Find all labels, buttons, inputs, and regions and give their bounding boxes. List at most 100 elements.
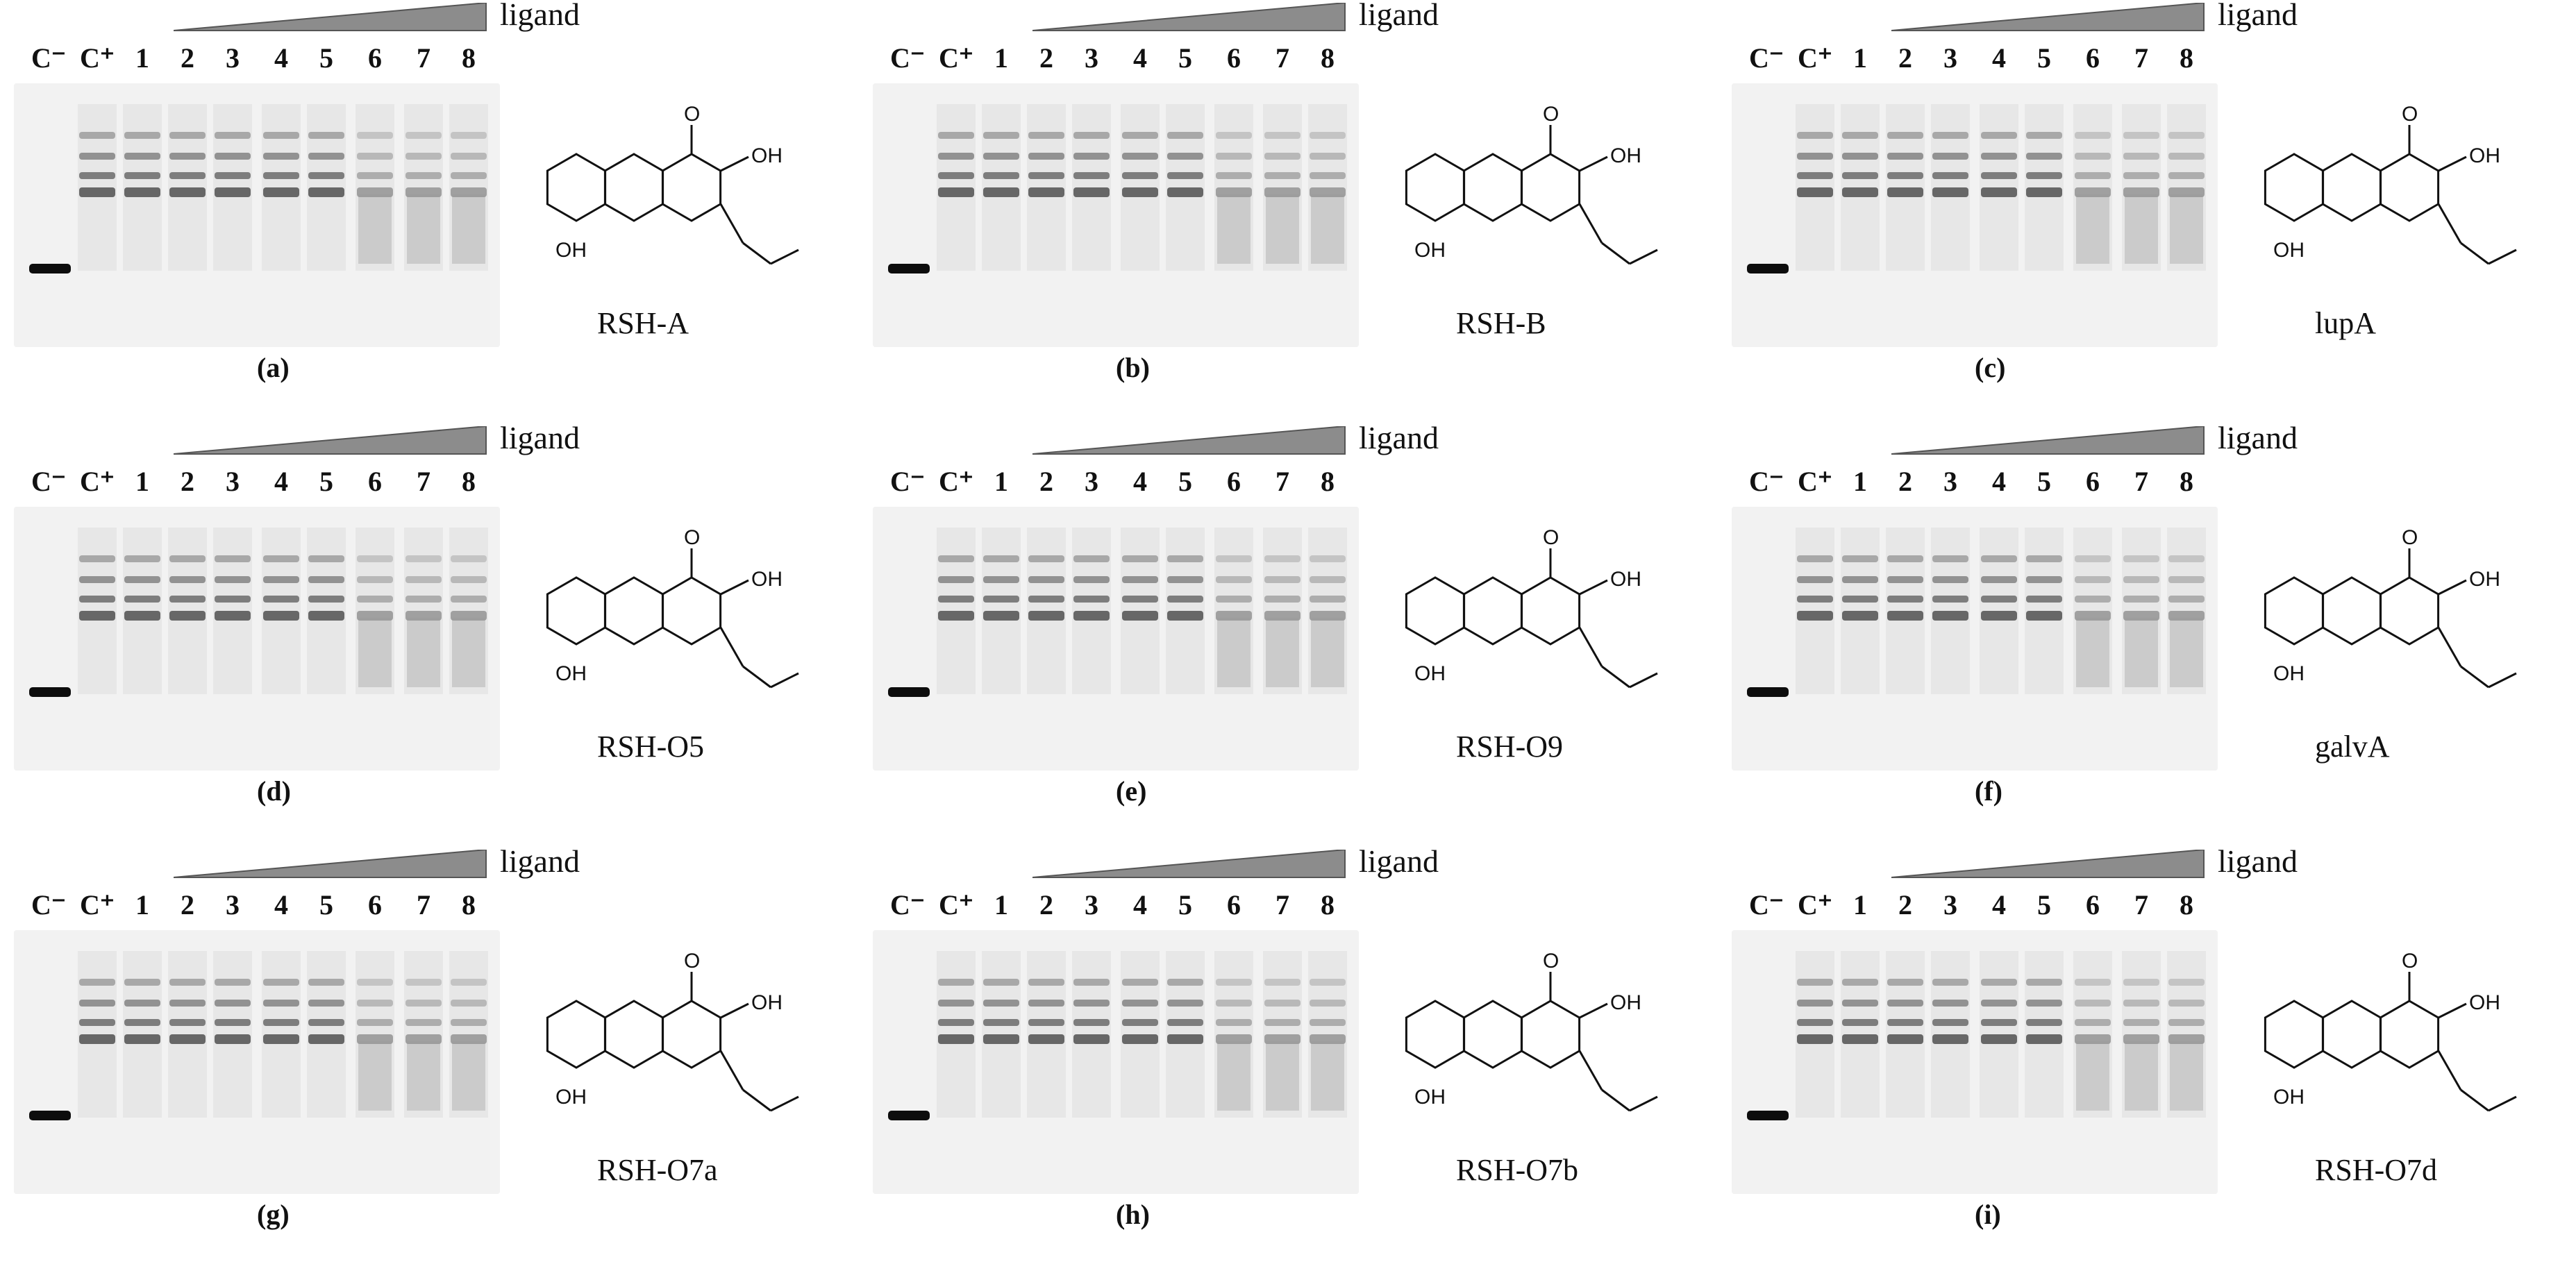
complex-band bbox=[357, 576, 393, 583]
complex-band bbox=[1073, 1034, 1110, 1044]
lane-label: 5 bbox=[1178, 889, 1192, 920]
free-probe-band bbox=[29, 1111, 71, 1120]
complex-band bbox=[263, 1019, 299, 1026]
complex-band bbox=[2123, 172, 2159, 179]
complex-band bbox=[357, 596, 393, 603]
gel-image bbox=[14, 83, 500, 347]
complex-band bbox=[983, 153, 1019, 160]
complex-band bbox=[983, 555, 1019, 562]
complex-band bbox=[405, 187, 442, 197]
complex-band bbox=[263, 596, 299, 603]
complex-band bbox=[215, 172, 251, 179]
complex-band bbox=[1122, 153, 1158, 160]
hydroxyl-label: OH bbox=[751, 144, 783, 167]
complex-band bbox=[1932, 979, 1968, 986]
complex-band bbox=[79, 979, 115, 986]
lane-label: 7 bbox=[2134, 42, 2148, 74]
complex-band bbox=[983, 1019, 1019, 1026]
lane-label: 5 bbox=[319, 889, 333, 920]
free-probe-band bbox=[1747, 264, 1789, 273]
phenol-label: OH bbox=[2273, 239, 2305, 262]
complex-band bbox=[1216, 576, 1252, 583]
lane-label: 8 bbox=[462, 466, 476, 497]
complex-band bbox=[2168, 132, 2205, 139]
complex-band bbox=[357, 979, 393, 986]
complex-band bbox=[1842, 1019, 1878, 1026]
complex-band bbox=[1981, 576, 2017, 583]
complex-band bbox=[1842, 979, 1878, 986]
oxo-label: O bbox=[684, 951, 700, 973]
complex-band bbox=[1122, 611, 1158, 621]
complex-band bbox=[1216, 555, 1252, 562]
lane-label: 2 bbox=[1039, 889, 1053, 920]
complex-band bbox=[1981, 187, 2017, 197]
complex-band bbox=[1167, 153, 1203, 160]
complex-band bbox=[1167, 187, 1203, 197]
complex-band bbox=[2123, 576, 2159, 583]
lane-label: 4 bbox=[1133, 889, 1147, 920]
complex-band bbox=[79, 555, 115, 562]
compound-name: RSH-B bbox=[1456, 306, 1546, 340]
complex-band bbox=[2123, 153, 2159, 160]
free-probe-band bbox=[29, 264, 71, 273]
complex-band bbox=[215, 132, 251, 139]
lane-label: 6 bbox=[2086, 42, 2100, 74]
complex-band bbox=[405, 611, 442, 621]
complex-band bbox=[405, 172, 442, 179]
panel-letter: (g) bbox=[257, 1199, 290, 1230]
compound-name: RSH-O5 bbox=[597, 730, 705, 764]
free-probe-band bbox=[1747, 687, 1789, 697]
complex-band bbox=[1028, 596, 1064, 603]
complex-band bbox=[1073, 979, 1110, 986]
complex-band bbox=[1842, 153, 1878, 160]
complex-band bbox=[79, 172, 115, 179]
complex-band bbox=[169, 132, 206, 139]
ligand-label: ligand bbox=[500, 420, 580, 455]
lane-label: 1 bbox=[135, 889, 149, 920]
complex-band bbox=[1122, 555, 1158, 562]
hydroxyl-label: OH bbox=[2469, 568, 2500, 591]
complex-band bbox=[1028, 1000, 1064, 1007]
ligand-gradient-wedge bbox=[1891, 426, 2205, 455]
complex-band bbox=[1122, 187, 1158, 197]
complex-band bbox=[2168, 979, 2205, 986]
complex-band bbox=[215, 153, 251, 160]
complex-band bbox=[1028, 576, 1064, 583]
complex-band bbox=[1797, 1019, 1833, 1026]
complex-band bbox=[1028, 555, 1064, 562]
complex-band bbox=[1073, 611, 1110, 621]
complex-band bbox=[1797, 555, 1833, 562]
complex-band bbox=[357, 1034, 393, 1044]
complex-band bbox=[2123, 979, 2159, 986]
complex-band bbox=[2075, 596, 2111, 603]
complex-band bbox=[124, 132, 160, 139]
complex-band bbox=[1310, 172, 1346, 179]
complex-band bbox=[1797, 187, 1833, 197]
lane-label: C⁺ bbox=[80, 889, 115, 920]
lane-label: 6 bbox=[368, 466, 382, 497]
complex-band bbox=[215, 1019, 251, 1026]
complex-band bbox=[1797, 1000, 1833, 1007]
complex-band bbox=[1887, 1019, 1923, 1026]
complex-band bbox=[1167, 596, 1203, 603]
complex-band bbox=[1264, 576, 1300, 583]
complex-band bbox=[1122, 576, 1158, 583]
complex-band bbox=[405, 132, 442, 139]
panel-letter: (i) bbox=[1975, 1199, 2001, 1230]
complex-band bbox=[405, 153, 442, 160]
complex-band bbox=[1122, 1034, 1158, 1044]
complex-band bbox=[357, 1019, 393, 1026]
complex-band bbox=[1887, 172, 1923, 179]
complex-band bbox=[1932, 1000, 1968, 1007]
lane-label: C⁻ bbox=[31, 889, 66, 920]
lane-label: 8 bbox=[462, 42, 476, 74]
lane-label: C⁺ bbox=[1798, 42, 1832, 74]
ligand-label: ligand bbox=[1359, 843, 1439, 879]
complex-band bbox=[451, 132, 487, 139]
compound-name: RSH-O7b bbox=[1456, 1153, 1579, 1187]
complex-band bbox=[169, 153, 206, 160]
complex-band bbox=[1216, 153, 1252, 160]
complex-band bbox=[357, 1000, 393, 1007]
